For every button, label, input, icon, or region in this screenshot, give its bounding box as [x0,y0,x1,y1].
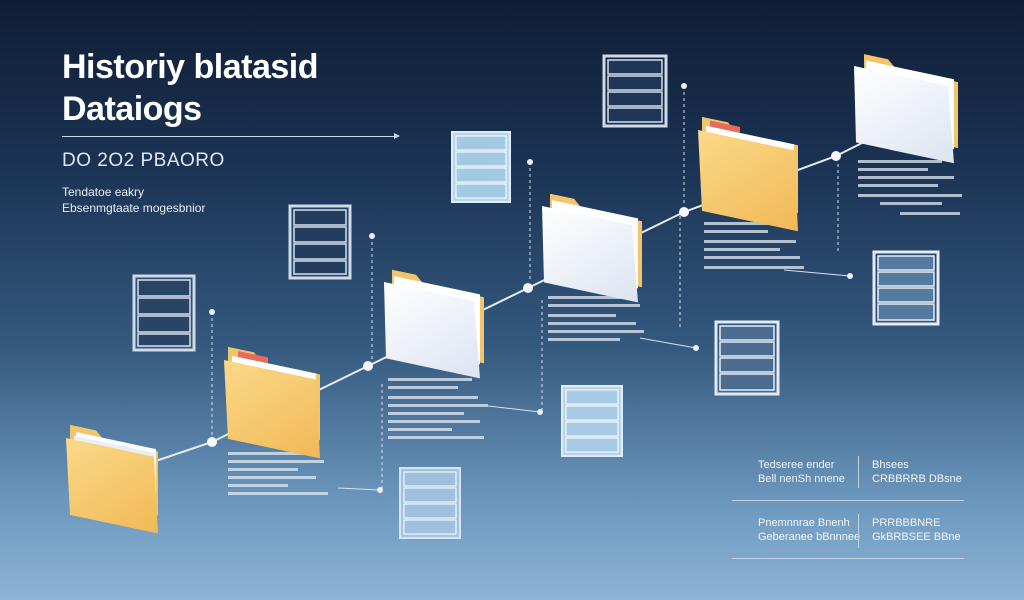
text-block [548,296,644,341]
title-line-1: Historiy blatasid [62,48,319,86]
legend-divider [858,514,859,548]
server-icon [561,385,623,457]
timeline-node-icon [527,159,533,165]
server-icon [132,274,196,352]
folder-icon [224,346,320,459]
timeline-node-icon [847,273,853,279]
legend-right-bottom-1: PRRBBBNRE [872,517,941,529]
pointer-line [783,269,851,277]
folder-icon [384,269,484,379]
pointer-line [337,487,381,491]
legend-left-bottom-2: Geberanee bBnnnee [758,531,861,543]
timeline-node-icon [523,283,533,293]
server-icon [602,54,668,128]
server-icon [451,131,511,203]
pointer-line [639,337,697,349]
legend-right-top-2: CRBBRRB DBsne [872,473,962,485]
title-block: Historiy blatasid Dataiogs [62,46,319,130]
legend-right-top-1: Bhsees [872,459,909,471]
caption-line-1: Tendatoe eakry [62,185,145,199]
timeline-node-icon [831,151,841,161]
server-icon [714,320,780,396]
title-rule [62,133,400,139]
text-block [388,378,488,439]
timeline-node-icon [207,437,217,447]
legend-divider [732,558,964,559]
subtitle: DO 2O2 PBAORO [62,150,225,171]
timeline-node-icon [681,83,687,89]
server-icon [288,204,352,280]
timeline-node-icon [369,233,375,239]
timeline-node-icon [209,309,215,315]
pointer-line [487,405,541,413]
text-block [858,160,962,215]
folder-icon [698,116,798,232]
legend-divider [732,500,964,501]
timeline-node-icon [679,207,689,217]
folder-icon [854,54,958,164]
folder-icon [542,193,642,303]
legend-left-bottom-1: Pnemnnrae Bnenh [758,517,850,529]
caption-line-2: Ebsenmgtaate mogesbnior [62,201,206,215]
folder-icon [66,424,158,534]
legend-divider [858,456,859,488]
timeline-node-icon [377,487,383,493]
timeline-node-icon [363,361,373,371]
legend-left-top-2: Bell nenSh nnene [758,473,845,485]
legend-left-top-1: Tedseree ender [758,459,835,471]
timeline-node-icon [537,409,543,415]
text-block [228,452,328,495]
timeline-node-icon [693,345,699,351]
legend-right-bottom-2: GkBRBSEE BBne [872,531,961,543]
server-icon [399,467,461,539]
server-icon [872,250,940,326]
text-block [704,222,804,269]
title-line-2: Dataiogs [62,90,202,128]
